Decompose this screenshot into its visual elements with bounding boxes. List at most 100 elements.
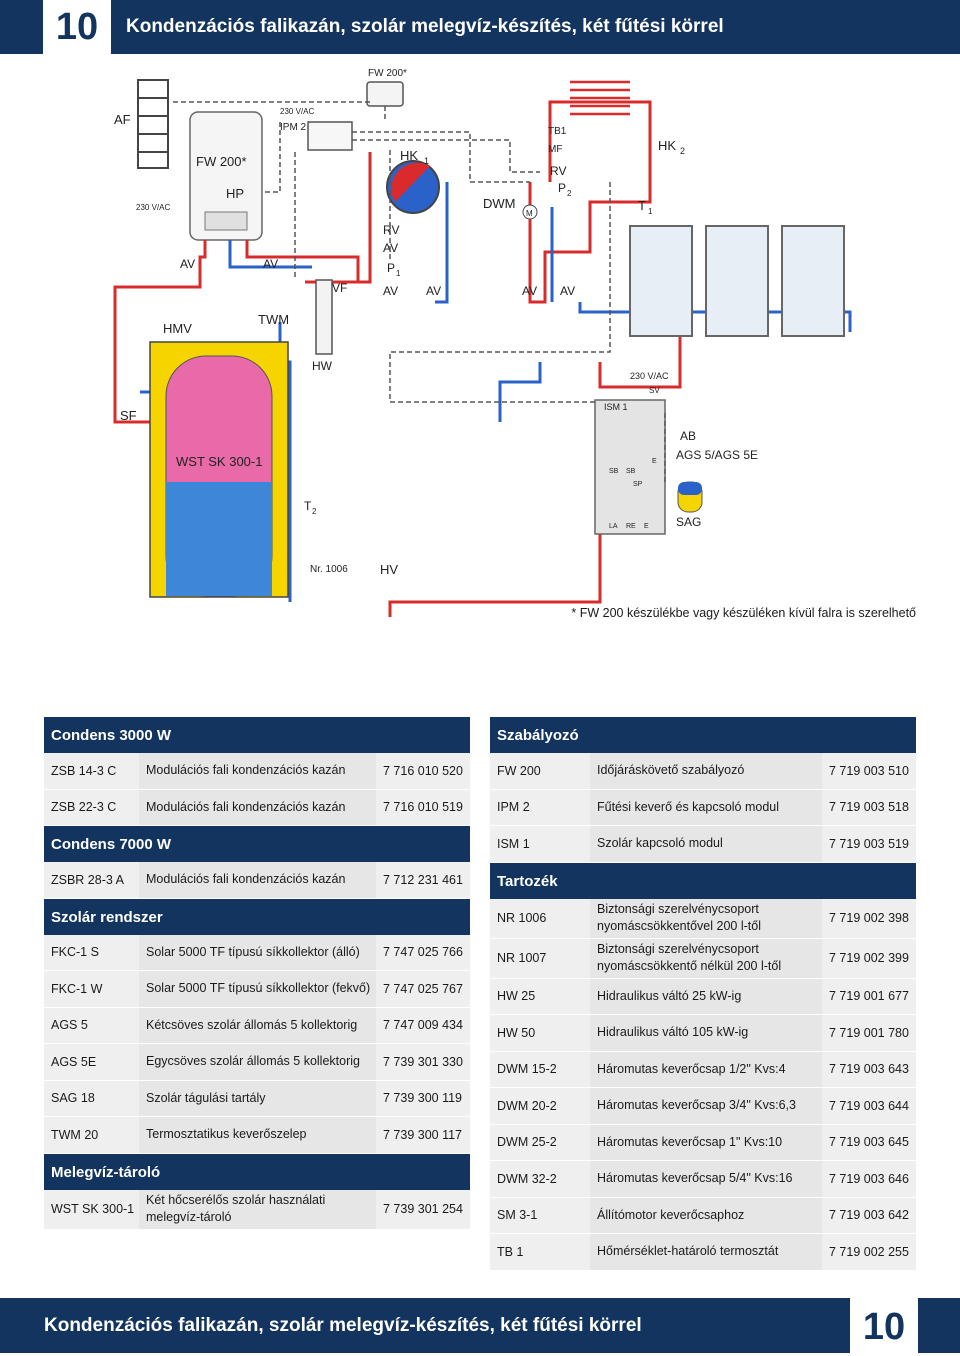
product-description: Hidraulikus váltó 105 kW-ig (590, 1015, 822, 1051)
product-description: Háromutas keverőcsap 5/4" Kvs:16 (590, 1161, 822, 1197)
product-code: DWM 20-2 (490, 1088, 590, 1124)
mixer-motor-icon (522, 204, 538, 220)
sf-label: SF (120, 408, 137, 423)
hydraulic-switch-icon (315, 279, 333, 355)
diagram-footnote: * FW 200 készülékbe vagy készüléken kívü… (571, 606, 916, 620)
page-footer: Kondenzációs falikazán, szolár melegvíz-… (0, 1298, 960, 1353)
outdoor-sensor-wall (137, 79, 169, 169)
product-description: Fűtési keverő és kapcsoló modul (590, 789, 822, 825)
product-code: NR 1006 (490, 898, 590, 938)
ab-label: AB (680, 429, 696, 443)
part-number: 7 712 231 461 (376, 862, 470, 898)
part-number: 7 716 010 520 (376, 753, 470, 789)
part-number: 7 719 003 644 (822, 1088, 916, 1124)
hydraulic-diagram: AF FW 200* 230 V/AC IPM 2 FW 200* HP 230… (113, 68, 852, 617)
product-code: TB 1 (490, 1234, 590, 1270)
control-wiring (170, 101, 666, 482)
product-description: Biztonsági szerelvénycsoport nyomáscsökk… (590, 898, 822, 938)
product-code: TWM 20 (44, 1117, 139, 1153)
part-number: 7 719 002 398 (822, 898, 916, 938)
product-code: FKC-1 W (44, 971, 139, 1007)
product-code: ZSB 14-3 C (44, 753, 139, 789)
v230-3-label: 230 V/AC (630, 371, 669, 381)
part-number: 7 739 300 119 (376, 1080, 470, 1116)
part-number: 7 719 001 677 (822, 978, 916, 1014)
part-number: 7 719 003 643 (822, 1051, 916, 1087)
section-header: Szolár rendszer (44, 898, 470, 935)
la-label: LA (609, 523, 618, 530)
product-code: HW 25 (490, 978, 590, 1014)
product-code: FKC-1 S (44, 934, 139, 970)
av6-label: AV (560, 284, 575, 298)
hp-label: HP (226, 186, 244, 201)
m-label: M (526, 209, 533, 218)
hv-label: HV (380, 562, 398, 577)
part-number: 7 739 300 117 (376, 1117, 470, 1153)
part-number: 7 719 003 510 (822, 753, 916, 789)
part-number: 7 719 003 642 (822, 1197, 916, 1233)
part-number: 7 719 003 645 (822, 1124, 916, 1160)
ipm2-module-icon (307, 121, 353, 151)
dwm-label: DWM (483, 196, 516, 211)
product-code: AGS 5 (44, 1007, 139, 1043)
product-code: ISM 1 (490, 826, 590, 862)
p1-sub-label: 1 (396, 269, 401, 278)
ism1-label: ISM 1 (604, 402, 628, 412)
product-description: Solar 5000 TF típusú síkkollektor (álló) (139, 934, 376, 970)
av-mid-label: AV (426, 284, 441, 298)
product-code: ZSB 22-3 C (44, 789, 139, 825)
hk2-floor-coil-icon (570, 80, 630, 116)
product-description: Termosztatikus keverőszelep (139, 1117, 376, 1153)
p1-label: P (387, 261, 395, 275)
rv-right-label: RV (550, 164, 566, 178)
sv-label: SV (649, 386, 660, 395)
product-code: HW 50 (490, 1015, 590, 1051)
t2-sub-label: 2 (312, 507, 317, 516)
page-number: 10 (43, 0, 111, 54)
product-description: Kétcsöves szolár állomás 5 kollektorig (139, 1007, 376, 1043)
v230-2-label: 230 V/AC (136, 203, 170, 212)
e1-label: E (652, 458, 657, 465)
section-header: Melegvíz-tároló (44, 1153, 470, 1190)
product-description: Biztonsági szerelvénycsoport nyomáscsökk… (590, 938, 822, 978)
product-description: Modulációs fali kondenzációs kazán (139, 789, 376, 825)
section-header: Tartozék (490, 862, 916, 899)
p2-sub-label: 2 (567, 189, 572, 198)
part-number: 7 747 025 767 (376, 971, 470, 1007)
hmv-label: HMV (163, 321, 192, 336)
solar-collectors-icon (629, 225, 845, 337)
product-code: AGS 5E (44, 1044, 139, 1080)
footer-page-number: 10 (850, 1298, 918, 1353)
product-code: SAG 18 (44, 1080, 139, 1116)
av3-label: AV (180, 257, 195, 271)
tank-label: WST SK 300-1 (176, 454, 262, 469)
section-header: Condens 3000 W (44, 717, 470, 753)
av5-label: AV (522, 284, 537, 298)
section-header: Condens 7000 W (44, 826, 470, 862)
ags-label: AGS 5/AGS 5E (676, 448, 758, 462)
ipm2-label: IPM 2 (280, 122, 307, 133)
product-code: NR 1007 (490, 938, 590, 978)
part-number: 7 719 003 519 (822, 826, 916, 862)
product-code: WST SK 300-1 (44, 1189, 139, 1229)
part-number: 7 719 002 399 (822, 938, 916, 978)
part-number: 7 719 003 646 (822, 1161, 916, 1197)
product-code: FW 200 (490, 753, 590, 789)
e2-label: E (644, 523, 649, 530)
product-description: Két hőcserélős szolár használati melegví… (139, 1189, 376, 1229)
boiler-icon (189, 111, 263, 241)
